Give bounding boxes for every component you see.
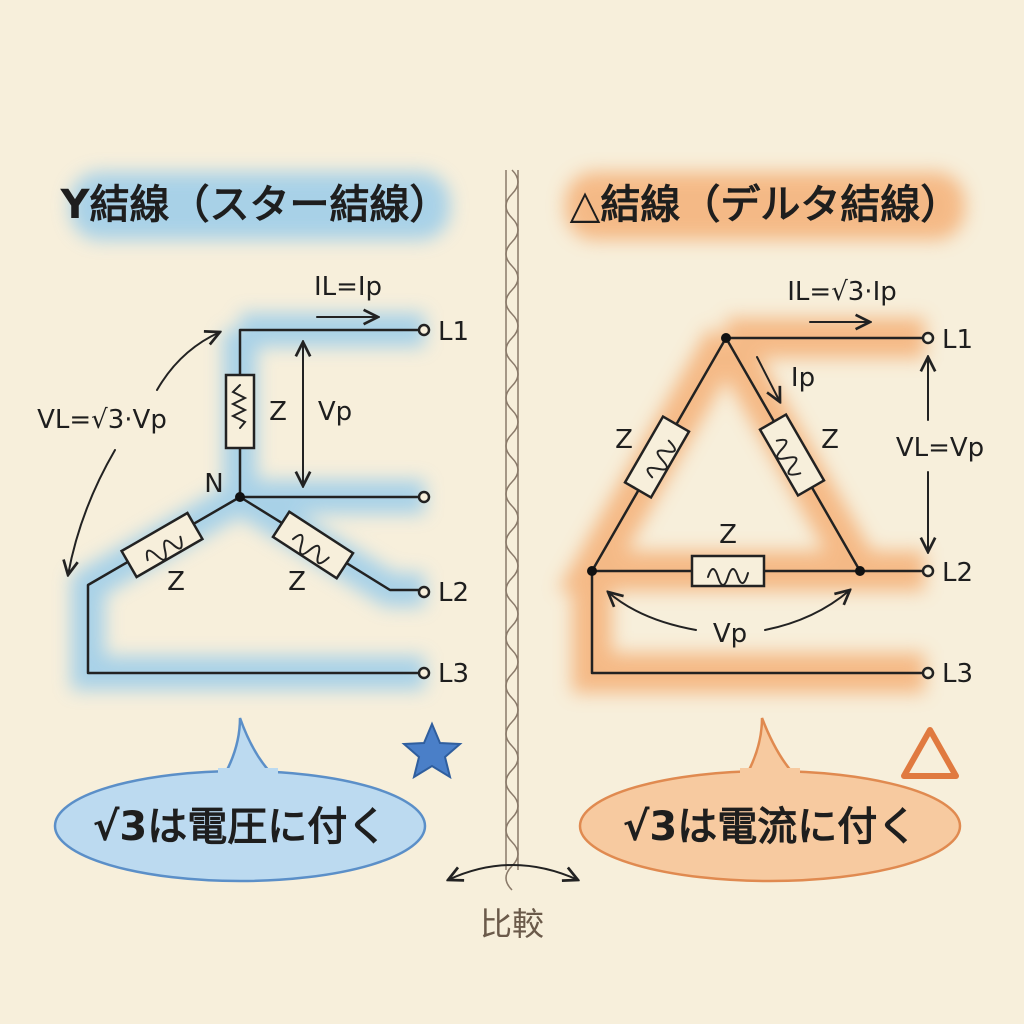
delta-terminal-l2	[921, 564, 935, 578]
delta-current-label: IL=√3·Ip	[787, 277, 896, 307]
y-bubble-text: √3は電圧に付く	[93, 804, 388, 850]
y-z-label: Z	[288, 567, 306, 597]
compare-arrow	[448, 864, 578, 880]
y-vl-label: VL=√3·Vp	[37, 405, 167, 435]
y-terminal-l2	[417, 585, 431, 599]
y-label-l1: L1	[438, 317, 469, 347]
delta-label-l1: L1	[942, 325, 973, 355]
delta-title: △結線（デルタ結線）	[570, 182, 961, 228]
delta-circuit: L1 L2 L3 Z Z Z IL=√3·Ip Ip VL=Vp Vp	[587, 277, 984, 689]
y-label-l2: L2	[438, 578, 469, 608]
delta-bubble-text: √3は電流に付く	[623, 804, 918, 850]
delta-z-label: Z	[719, 520, 737, 550]
y-label-l3: L3	[438, 659, 469, 689]
y-impedance-right	[271, 509, 355, 581]
y-terminal-n	[417, 490, 431, 504]
y-z-label: Z	[167, 567, 185, 597]
y-title: Y結線（スター結線）	[60, 182, 450, 228]
divider-rope	[505, 169, 519, 891]
y-vp-label: Vp	[318, 397, 352, 427]
y-terminal-l3	[417, 666, 431, 680]
delta-z-label: Z	[615, 425, 633, 455]
delta-impedance-bottom	[690, 554, 766, 588]
delta-label-l3: L3	[942, 659, 973, 689]
y-circuit: L1 L2 L3 Z Z Z N Vp IL=Ip VL=√3·Vp	[37, 272, 469, 689]
y-impedance-left	[119, 511, 205, 579]
delta-z-label: Z	[821, 425, 839, 455]
y-bubble: √3は電圧に付く	[53, 717, 463, 883]
delta-terminal-l1	[921, 331, 935, 345]
delta-label-l2: L2	[942, 558, 973, 588]
delta-bubble: √3は電流に付く	[578, 717, 962, 883]
delta-ip-label: Ip	[791, 363, 815, 393]
neutral-label: N	[204, 469, 223, 499]
delta-vp-label: Vp	[713, 619, 747, 649]
delta-impedance-right	[758, 412, 826, 498]
delta-vl-label: VL=Vp	[896, 433, 984, 463]
y-current-label: IL=Ip	[314, 272, 382, 302]
triangle-icon	[901, 727, 959, 779]
compare-label: 比較	[480, 905, 544, 943]
delta-impedance-left	[623, 414, 691, 500]
y-terminal-l1	[417, 323, 431, 337]
y-z-label: Z	[269, 397, 287, 427]
delta-terminal-l3	[921, 666, 935, 680]
star-icon	[401, 721, 463, 780]
